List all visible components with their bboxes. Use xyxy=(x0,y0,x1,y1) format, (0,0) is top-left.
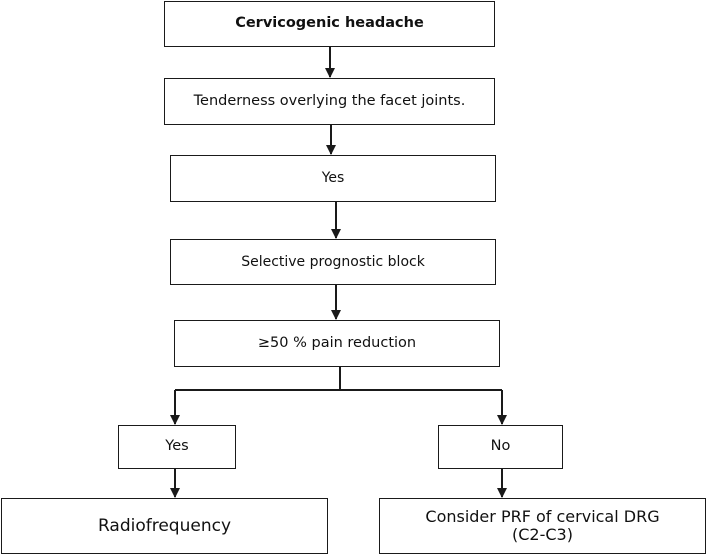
node-pain-reduction-yes-label: Yes xyxy=(165,438,189,455)
node-pain-reduction-yes: Yes xyxy=(118,425,236,469)
node-consider-prf-label-line1: Consider PRF of cervical DRG xyxy=(425,506,660,526)
node-cervicogenic-headache-label: Cervicogenic headache xyxy=(235,15,424,32)
node-tenderness-yes-label: Yes xyxy=(321,170,345,187)
node-cervicogenic-headache: Cervicogenic headache xyxy=(164,1,495,47)
node-tenderness-yes: Yes xyxy=(170,155,496,202)
node-pain-reduction-no-label: No xyxy=(490,438,511,455)
node-radiofrequency-label: Radiofrequency xyxy=(97,515,232,536)
node-selective-prognostic-block: Selective prognostic block xyxy=(170,239,496,285)
node-selective-prognostic-block-label: Selective prognostic block xyxy=(241,253,425,270)
node-pain-reduction-no: No xyxy=(438,425,563,469)
node-pain-reduction: ≥50 % pain reduction xyxy=(174,320,500,367)
node-facet-tenderness: Tenderness overlying the facet joints. xyxy=(164,78,495,125)
node-consider-prf-label-line2: (C2-C3) xyxy=(512,525,573,544)
node-consider-prf: Consider PRF of cervical DRG (C2-C3) xyxy=(379,498,706,554)
node-pain-reduction-label: ≥50 % pain reduction xyxy=(257,334,417,351)
node-facet-tenderness-label: Tenderness overlying the facet joints. xyxy=(193,92,466,109)
node-radiofrequency: Radiofrequency xyxy=(1,498,328,554)
